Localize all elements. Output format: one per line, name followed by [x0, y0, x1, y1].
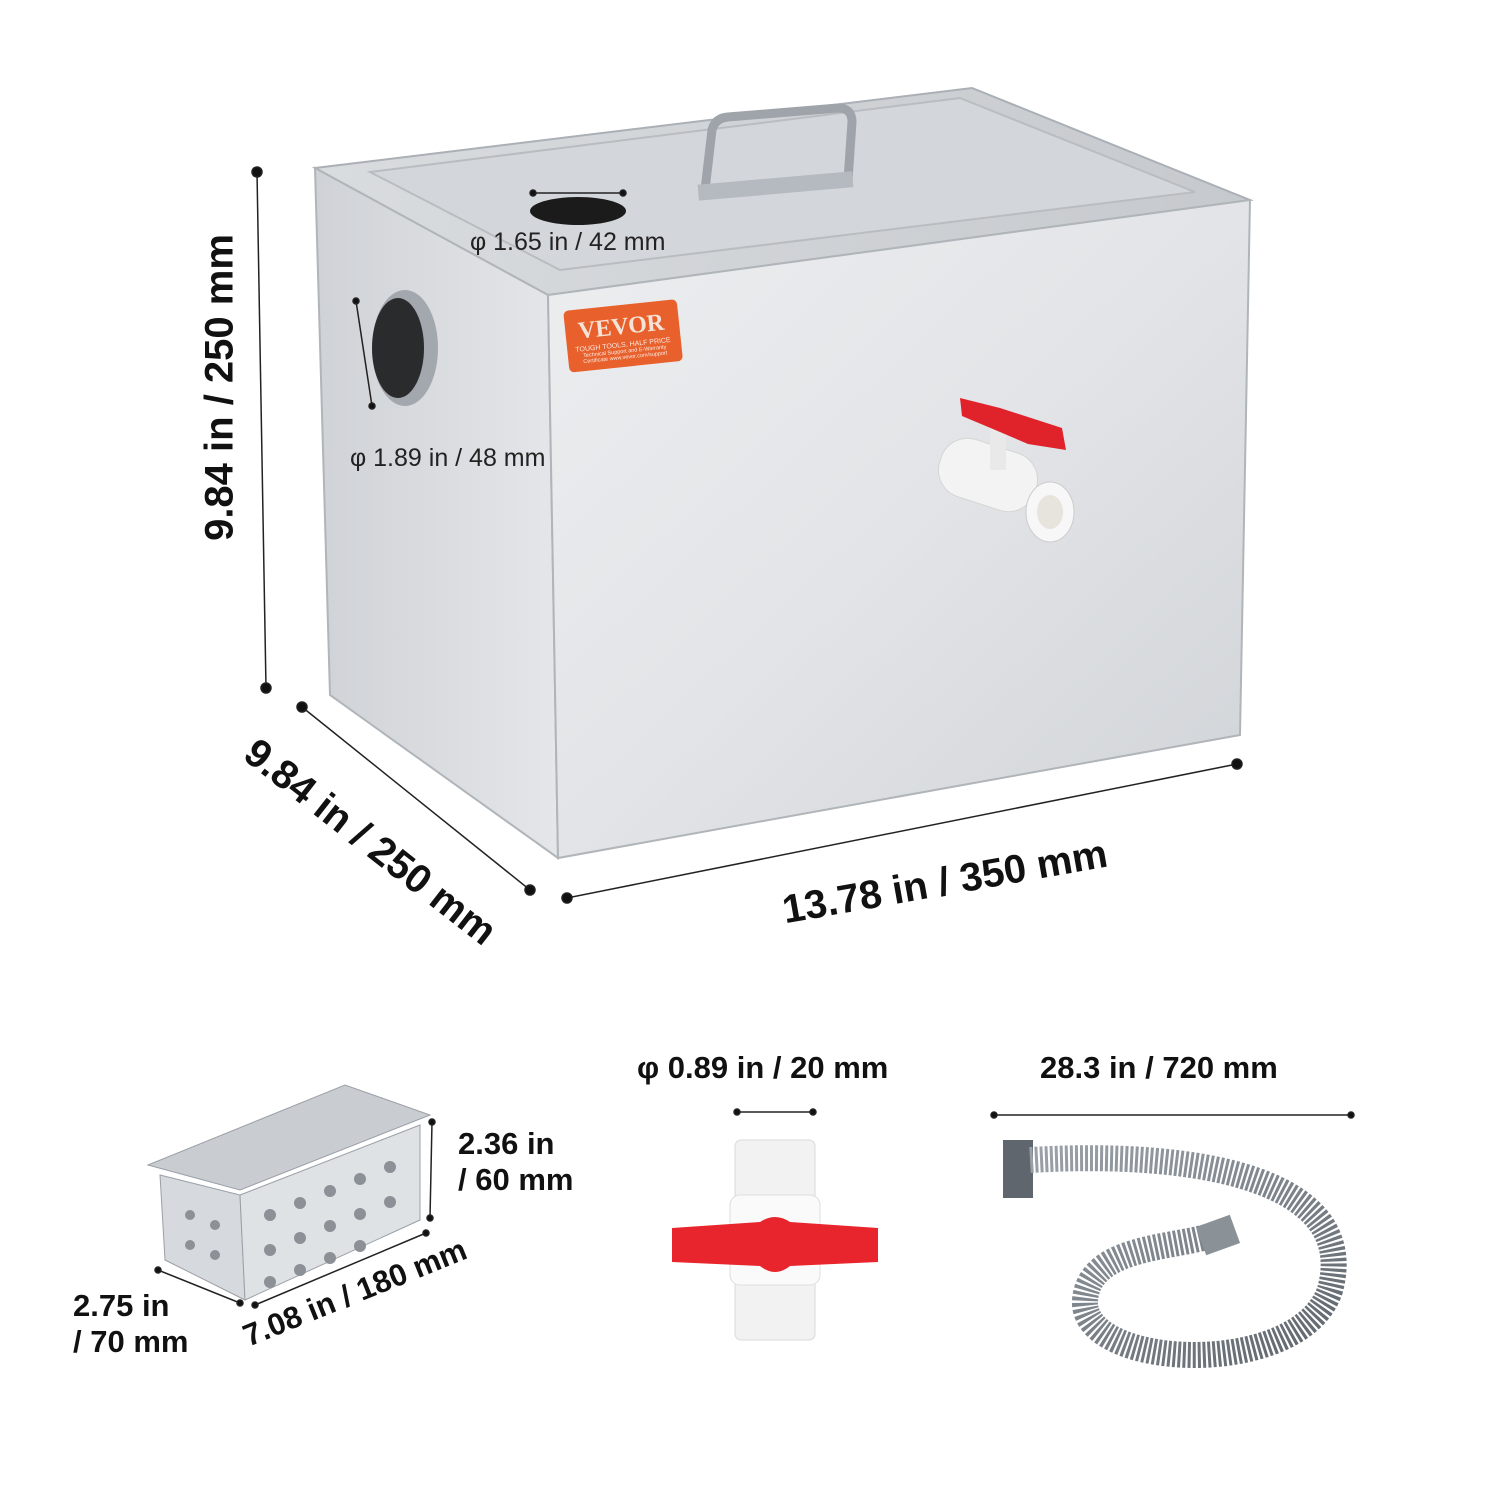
- basket-width-label-2: / 70 mm: [73, 1324, 189, 1359]
- filter-basket: [146, 1084, 432, 1301]
- lid-handle: [700, 103, 857, 191]
- tank-front: [546, 198, 1252, 860]
- top-hole: [530, 197, 626, 225]
- inlet-pipe: [372, 290, 438, 406]
- drain-hose: [1003, 1140, 1347, 1368]
- grease-trap-tank: VEVOR TOUGH TOOLS, HALF PRICE Technical …: [311, 86, 1254, 860]
- basket-height-label-2: / 60 mm: [458, 1162, 574, 1197]
- dimension-lines: [154, 166, 1355, 1309]
- ball-valve: [672, 1139, 878, 1341]
- valve-diameter-label: φ 0.89 in / 20 mm: [637, 1050, 889, 1085]
- basket-width-label-1: 2.75 in: [73, 1288, 170, 1323]
- drain-valve: [937, 398, 1075, 543]
- top-hole-label: φ 1.65 in / 42 mm: [470, 228, 666, 256]
- inlet-label: φ 1.89 in / 48 mm: [350, 444, 546, 472]
- tank-height-label: 9.84 in / 250 mm: [197, 234, 242, 541]
- vevor-logo: VEVOR TOUGH TOOLS, HALF PRICE Technical …: [563, 299, 683, 373]
- basket-height-label-1: 2.36 in: [458, 1126, 555, 1161]
- hose-length-label: 28.3 in / 720 mm: [1040, 1050, 1278, 1085]
